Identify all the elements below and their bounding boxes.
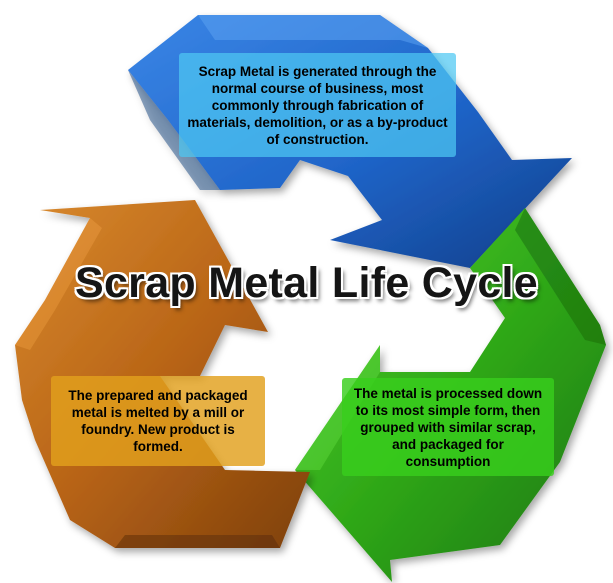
stage-melting-text: The prepared and packaged metal is melte… bbox=[68, 388, 248, 454]
stage-melting-box: The prepared and packaged metal is melte… bbox=[51, 376, 265, 466]
stage-generation-box: Scrap Metal is generated through the nor… bbox=[179, 53, 456, 157]
stage-processing-text: The metal is processed down to its most … bbox=[353, 385, 543, 469]
orange-arrow bbox=[15, 200, 310, 548]
stage-processing-box: The metal is processed down to its most … bbox=[342, 378, 554, 476]
diagram-title: Scrap Metal Life Cycle bbox=[74, 259, 539, 307]
stage-generation-text: Scrap Metal is generated through the nor… bbox=[187, 63, 448, 147]
